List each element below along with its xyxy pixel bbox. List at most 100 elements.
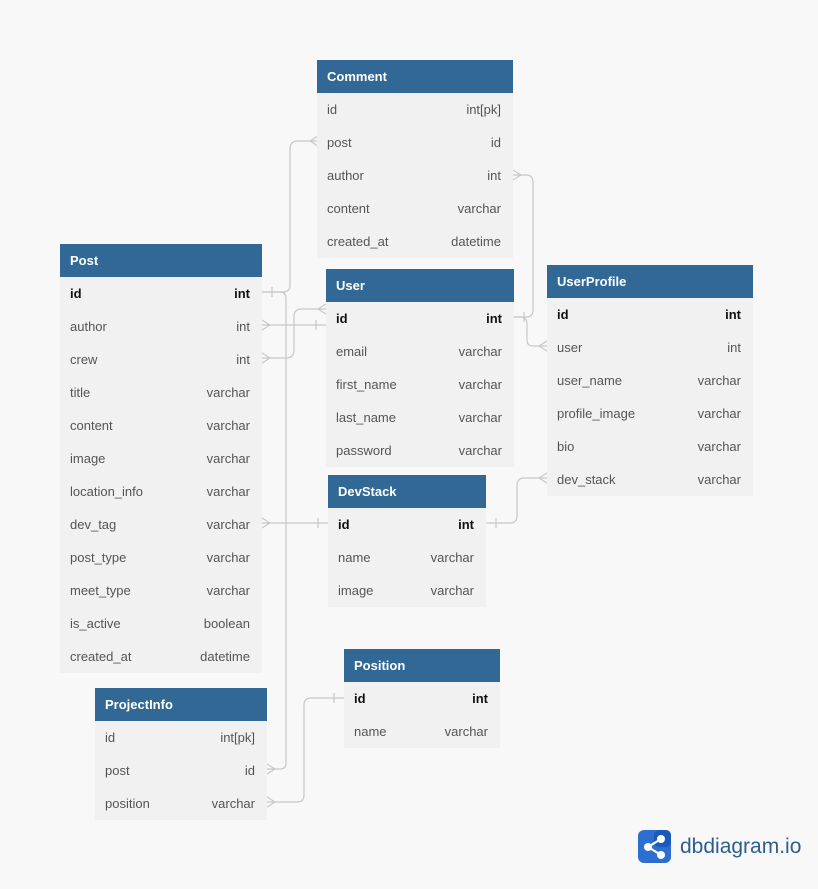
field-row-post[interactable]: post id — [317, 126, 513, 159]
relation-userprofile-user-to-user-id — [514, 316, 548, 352]
relation-userprofile-devstack-to-devstack-id — [486, 472, 548, 528]
field-row-id[interactable]: id int[pk] — [317, 93, 513, 126]
field-name: id — [557, 307, 569, 322]
field-type: int — [458, 517, 474, 532]
field-name: post — [327, 135, 352, 150]
field-type: varchar — [458, 344, 502, 359]
field-row-id[interactable]: id int[pk] — [95, 721, 267, 754]
field-type: varchar — [458, 443, 502, 458]
field-type: int — [236, 352, 250, 367]
field-name: id — [338, 517, 350, 532]
field-name: author — [70, 319, 107, 334]
field-name: id — [105, 730, 116, 745]
field-name: dev_tag — [70, 517, 117, 532]
field-type: varchar — [444, 724, 488, 739]
field-name: user — [557, 340, 583, 355]
field-type: varchar — [430, 550, 474, 565]
field-type: varchar — [211, 796, 255, 811]
field-type: varchar — [206, 583, 250, 598]
field-name: user_name — [557, 373, 623, 388]
field-row-location-info[interactable]: location_info varchar — [60, 475, 262, 508]
field-name: profile_image — [557, 406, 636, 421]
field-row-created-at[interactable]: created_at datetime — [317, 225, 513, 258]
table-header[interactable]: UserProfile — [547, 265, 753, 298]
field-row-dev-stack[interactable]: dev_stack varchar — [547, 463, 753, 496]
field-name: id — [327, 102, 338, 117]
table-header[interactable]: User — [326, 269, 514, 302]
field-name: image — [70, 451, 106, 466]
field-row-name[interactable]: name varchar — [328, 541, 486, 574]
field-row-password[interactable]: password varchar — [326, 434, 514, 467]
table-header[interactable]: Comment — [317, 60, 513, 93]
field-name: content — [327, 201, 370, 216]
table-header[interactable]: ProjectInfo — [95, 688, 267, 721]
field-type: varchar — [697, 472, 741, 487]
field-type: varchar — [206, 484, 250, 499]
field-name: author — [327, 168, 364, 183]
relation-post-author-to-user-id — [261, 319, 326, 331]
field-row-content[interactable]: content varchar — [317, 192, 513, 225]
field-type: int — [472, 691, 488, 706]
table-header[interactable]: Position — [344, 649, 500, 682]
share-nodes-icon — [638, 830, 671, 863]
field-name: name — [354, 724, 387, 739]
field-row-name[interactable]: name varchar — [344, 715, 500, 748]
field-name: location_info — [70, 484, 143, 499]
field-row-id[interactable]: id int — [328, 508, 486, 541]
field-name: password — [336, 443, 392, 458]
field-name: name — [338, 550, 371, 565]
field-type: varchar — [206, 418, 250, 433]
field-row-email[interactable]: email varchar — [326, 335, 514, 368]
field-type: int[pk] — [466, 102, 501, 117]
field-name: id — [70, 286, 82, 301]
field-name: email — [336, 344, 368, 359]
field-name: post — [105, 763, 130, 778]
field-name: created_at — [327, 234, 389, 249]
brand-logo[interactable]: dbdiagram.io — [638, 830, 801, 863]
field-name: created_at — [70, 649, 132, 664]
field-type: varchar — [430, 583, 474, 598]
field-type: int[pk] — [220, 730, 255, 745]
table-header[interactable]: DevStack — [328, 475, 486, 508]
field-name: dev_stack — [557, 472, 616, 487]
field-type: datetime — [451, 234, 501, 249]
field-type: varchar — [206, 385, 250, 400]
field-name: last_name — [336, 410, 396, 425]
relation-comment-post-to-post-id — [262, 135, 319, 297]
field-type: id — [490, 135, 501, 150]
field-type: varchar — [457, 201, 501, 216]
table-header[interactable]: Post — [60, 244, 262, 277]
